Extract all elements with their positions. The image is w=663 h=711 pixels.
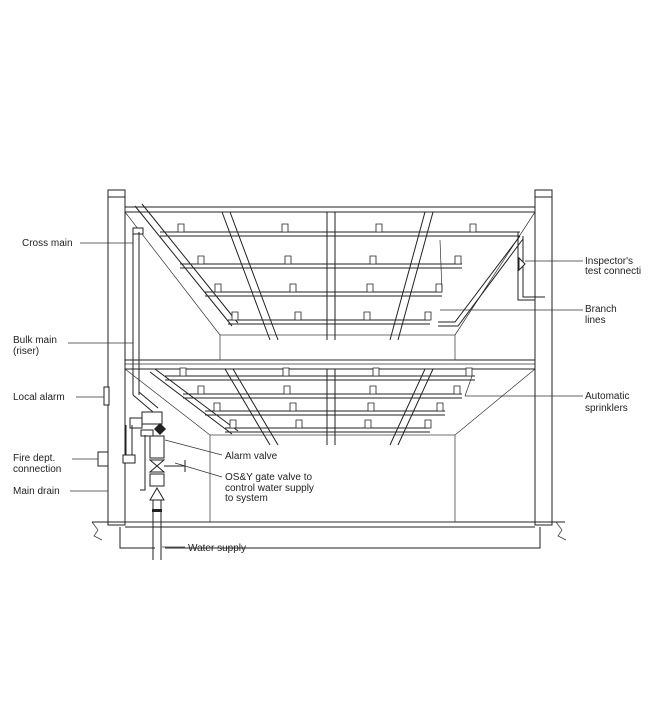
label-riser: (riser) bbox=[13, 346, 39, 357]
label-automatic: Automatic bbox=[585, 391, 629, 402]
label-bulk-main: Bulk main bbox=[13, 335, 57, 346]
upper-piping bbox=[132, 203, 545, 327]
label-alarm-valve: Alarm valve bbox=[225, 451, 278, 462]
gate-valve-icon bbox=[148, 459, 166, 473]
label-gate-valve-3: to system bbox=[225, 493, 268, 504]
riser-assembly bbox=[97, 232, 186, 560]
label-fire-dept: Fire dept. bbox=[13, 453, 55, 464]
label-local-alarm: Local alarm bbox=[13, 392, 65, 403]
lower-piping bbox=[149, 367, 475, 435]
label-sprinklers: sprinklers bbox=[585, 403, 628, 414]
label-branch: Branch bbox=[585, 304, 617, 315]
label-water-supply: Water supply bbox=[188, 543, 246, 554]
labels: Cross main Bulk main (riser) Local alarm… bbox=[13, 238, 641, 554]
label-test-connection: test connecti bbox=[585, 266, 641, 277]
local-alarm-icon bbox=[103, 386, 110, 406]
label-main-drain: Main drain bbox=[13, 486, 60, 497]
leader-lines bbox=[68, 239, 583, 548]
label-inspector: Inspector's bbox=[585, 256, 633, 267]
label-cross-main: Cross main bbox=[22, 238, 73, 249]
label-gate-valve-2: control water supply bbox=[225, 483, 314, 494]
label-lines: lines bbox=[585, 315, 606, 326]
label-gate-valve-1: OS&Y gate valve to bbox=[225, 472, 313, 483]
alarm-valve-icon bbox=[154, 423, 166, 435]
fire-dept-connection-icon bbox=[97, 451, 109, 467]
building-structure bbox=[91, 189, 567, 549]
label-fire-dept-connection: connection bbox=[13, 464, 61, 475]
